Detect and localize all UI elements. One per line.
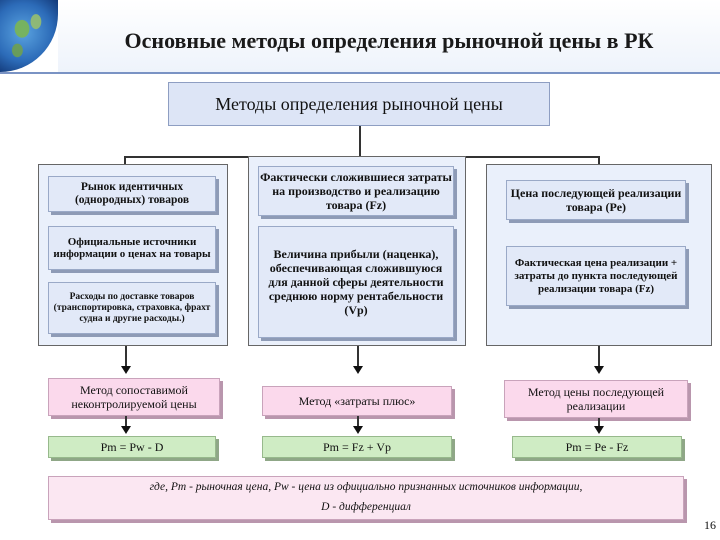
note-line-1: где, Рm - рыночная цена, Рw - цена из оф… — [149, 481, 583, 493]
arrow-head-2 — [353, 366, 363, 374]
column3-item-1: Цена последующей реализации товара (Ре) — [506, 180, 686, 220]
arrow-head-4 — [121, 426, 131, 434]
main-methods-box: Методы определения рыночной цены — [168, 82, 550, 126]
arrow-line-2 — [357, 346, 359, 368]
arrow-head-1 — [121, 366, 131, 374]
globe-icon — [0, 0, 58, 72]
arrow-line-6 — [598, 418, 600, 430]
header-divider — [0, 72, 720, 74]
column2-item-2: Величина прибыли (наценка), обеспечивающ… — [258, 226, 454, 338]
method-box-1: Метод сопоставимой неконтролируемой цены — [48, 378, 220, 416]
column1-item-1: Рынок идентичных (однородных) товаров — [48, 176, 216, 212]
arrow-line-5 — [357, 416, 359, 430]
page-title: Основные методы определения рыночной цен… — [124, 28, 654, 53]
arrow-line-4 — [125, 416, 127, 430]
column2-item-1: Фактически сложившиеся затраты на произв… — [258, 166, 454, 216]
column1-item-2: Официальные источники информации о ценах… — [48, 226, 216, 270]
page-number: 16 — [704, 518, 716, 532]
connector-col3-down — [598, 156, 600, 166]
connector-col1-down — [124, 156, 126, 166]
formula-box-3: Рm = Рe - Fz — [512, 436, 682, 458]
connector-main-down — [359, 126, 361, 158]
arrow-head-3 — [594, 366, 604, 374]
method-box-3: Метод цены последующей реализации — [504, 380, 688, 418]
arrow-head-5 — [353, 426, 363, 434]
column3-item-2: Фактическая цена реализации + затраты до… — [506, 246, 686, 306]
arrow-line-3 — [598, 346, 600, 368]
arrow-head-6 — [594, 426, 604, 434]
formula-legend-note: где, Рm - рыночная цена, Рw - цена из оф… — [48, 476, 684, 520]
column1-item-3: Расходы по доставке товаров (транспортир… — [48, 282, 216, 334]
note-line-2: D - дифференциал — [321, 501, 411, 513]
method-box-2: Метод «затраты плюс» — [262, 386, 452, 416]
header-bar — [58, 0, 720, 72]
arrow-line-1 — [125, 346, 127, 368]
formula-box-2: Рm = Fz + Vp — [262, 436, 452, 458]
formula-box-1: Рm = Рw - D — [48, 436, 216, 458]
